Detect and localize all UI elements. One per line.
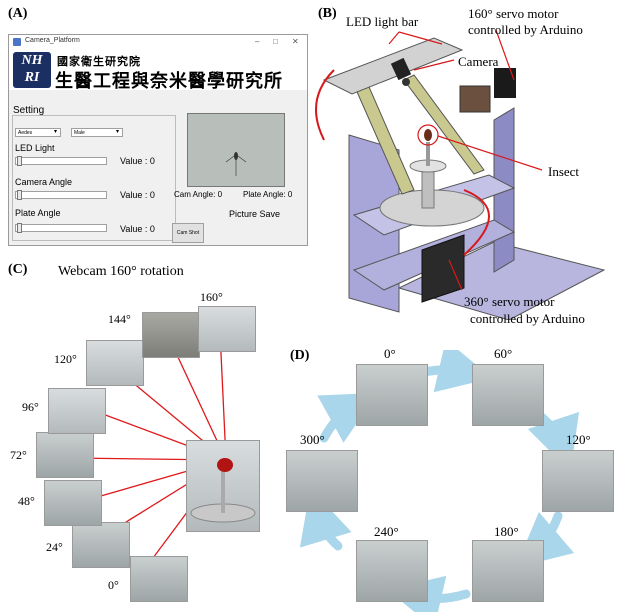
rotation-label-240: 240° — [374, 524, 399, 539]
window-title: Camera_Platform — [25, 37, 80, 44]
plate-value-label: Value : 0 — [120, 224, 155, 234]
rotation-tile-180 — [472, 540, 544, 602]
rotation-label-60: 60° — [494, 346, 513, 361]
angle-label-160: 160° — [200, 290, 223, 304]
rotation-tile-0 — [356, 364, 428, 426]
rotation-label-0: 0° — [384, 346, 396, 361]
led-value-label: Value : 0 — [120, 156, 155, 166]
nhri-logo: NH RI — [13, 52, 51, 88]
rotation-tile-300 — [286, 450, 358, 512]
angle-tile-96 — [48, 388, 106, 434]
angle-tile-120 — [86, 340, 144, 386]
minimize-button[interactable]: – — [255, 37, 260, 46]
angle-label-120: 120° — [54, 352, 77, 366]
rotation-label-180: 180° — [494, 524, 519, 539]
cam-angle-readout: Cam Angle: 0 — [174, 190, 223, 199]
led-light-slider[interactable] — [15, 156, 107, 166]
angle-label-96: 96° — [22, 400, 39, 414]
setting-group — [12, 115, 176, 241]
panel-label-a: (A) — [8, 6, 28, 21]
rotation-tile-60 — [472, 364, 544, 426]
angle-tile-24 — [72, 522, 130, 568]
platform-photo — [186, 440, 260, 532]
app-icon — [13, 38, 21, 46]
rotation-tile-240 — [356, 540, 428, 602]
slider-thumb[interactable] — [17, 156, 22, 166]
species-select[interactable]: Aedes — [15, 128, 61, 137]
org-name-line2: 生醫工程與奈米醫學研究所 — [55, 71, 283, 92]
chevron-down-icon: ▾ — [54, 129, 58, 135]
sex-select[interactable]: Male — [71, 128, 123, 137]
camera-preview — [187, 113, 285, 187]
panel-c-title: Webcam 160° rotation — [58, 264, 184, 279]
app-window: Camera_Platform – □ ✕ NH RI 國家衛生研究院 生醫工程… — [8, 34, 308, 246]
cam-shot-button[interactable]: Cam Shot — [172, 223, 204, 243]
setting-label: Setting — [13, 105, 45, 116]
angle-tile-144 — [142, 312, 200, 358]
camera-label: Camera — [458, 54, 499, 69]
plate-angle-slider[interactable] — [15, 223, 107, 233]
panel-label-d: (D) — [290, 348, 310, 363]
panel-label-b: (B) — [318, 6, 337, 21]
angle-tile-48 — [44, 480, 102, 526]
angle-label-48: 48° — [18, 494, 35, 508]
camera-angle-label: Camera Angle — [15, 177, 73, 187]
angle-label-24: 24° — [46, 540, 63, 554]
angle-tile-160 — [198, 306, 256, 352]
org-banner: NH RI 國家衛生研究院 生醫工程與奈米醫學研究所 — [9, 50, 307, 92]
servo-top-label-2: controlled by Arduino — [468, 22, 583, 37]
camera-angle-slider[interactable] — [15, 190, 107, 200]
plate-angle-readout: Plate Angle: 0 — [243, 190, 293, 199]
rotation-label-120: 120° — [566, 432, 591, 447]
slider-thumb[interactable] — [17, 190, 22, 200]
rotation-label-300: 300° — [300, 432, 325, 447]
plate-angle-label: Plate Angle — [15, 208, 61, 218]
angle-label-72: 72° — [10, 448, 27, 462]
led-light-bar-label: LED light bar — [346, 14, 419, 29]
maximize-button[interactable]: □ — [273, 37, 278, 46]
led-light-label: LED Light — [15, 143, 55, 153]
servo-bottom-label-2: controlled by Arduino — [470, 311, 585, 326]
insect-label: Insect — [548, 164, 580, 179]
servo-bottom-label-1: 360° servo motor — [464, 294, 555, 309]
chevron-down-icon: ▾ — [116, 129, 120, 135]
servo-top-label-1: 160° servo motor — [468, 6, 559, 21]
rotation-tile-120 — [542, 450, 614, 512]
platform-diagram — [315, 29, 606, 320]
close-button[interactable]: ✕ — [292, 37, 299, 46]
slider-thumb[interactable] — [17, 223, 22, 233]
platform-icon — [190, 458, 256, 523]
camera-value-label: Value : 0 — [120, 190, 155, 200]
angle-label-144: 144° — [108, 312, 131, 326]
org-name-line1: 國家衛生研究院 — [57, 55, 141, 68]
angle-label-0: 0° — [108, 578, 119, 592]
picture-save-label: Picture Save — [229, 209, 281, 219]
angle-tile-72 — [36, 432, 94, 478]
panel-label-c: (C) — [8, 262, 28, 277]
mosquito-icon — [225, 152, 247, 176]
angle-tile-0 — [130, 556, 188, 602]
title-bar: Camera_Platform – □ ✕ — [9, 35, 307, 51]
